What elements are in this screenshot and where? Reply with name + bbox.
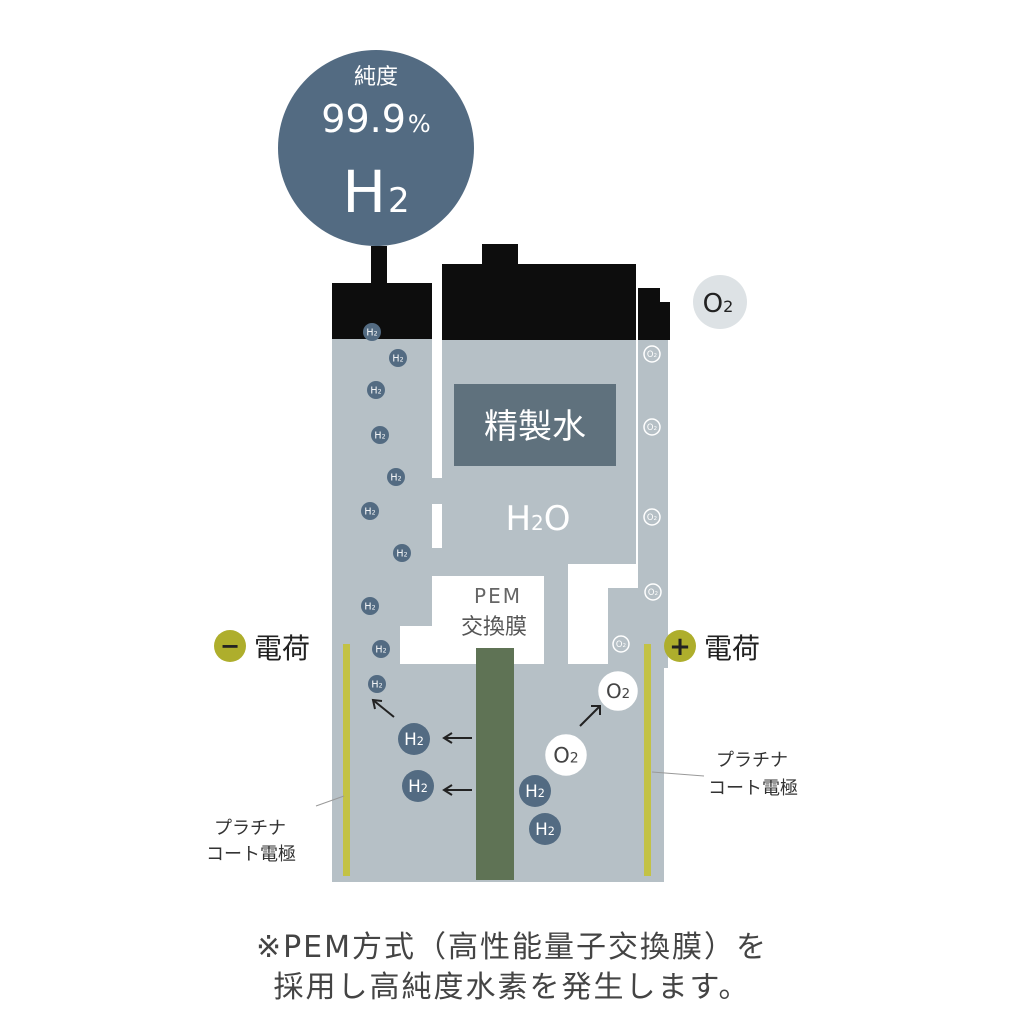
h2-bubble: H2 [402, 770, 434, 802]
purified-water-label-box [454, 384, 616, 466]
h2-bubble: H2 [361, 597, 379, 615]
svg-text:O2: O2 [648, 587, 658, 597]
svg-text:O2: O2 [647, 422, 657, 432]
o2-bubble: O2 [643, 508, 661, 526]
right-electrode [644, 644, 651, 876]
caption-line1: ※PEM方式（高性能量子交換膜）を [255, 930, 769, 965]
arrow-up-right [579, 705, 601, 727]
water-tank-cap [442, 264, 636, 340]
svg-text:H2: H2 [404, 729, 424, 749]
hydrogen-column [332, 246, 432, 664]
o2-bubble: O2 [612, 635, 630, 653]
svg-text:H2: H2 [366, 327, 377, 338]
svg-text:O2: O2 [647, 512, 657, 522]
purity-circle [278, 50, 474, 246]
svg-text:H2: H2 [374, 430, 385, 441]
svg-text:H2: H2 [525, 781, 545, 801]
left-electrode [343, 644, 350, 876]
o2-bubble: O2 [643, 418, 661, 436]
water-tank: 精製水 H2O [442, 244, 636, 564]
h2-bubble: H2 [368, 675, 386, 693]
h2-bubble: H2 [371, 426, 389, 444]
purified-water-label: 精製水 [484, 407, 586, 447]
membrane-label-line2: 交換膜 [461, 615, 527, 640]
o2-bubble: O2 [644, 583, 662, 601]
svg-text:H2: H2 [364, 601, 375, 612]
minus-icon [214, 630, 246, 662]
h2-bubble: H2 [529, 813, 561, 845]
arrow-up-left [372, 699, 395, 718]
svg-text:H2: H2 [390, 472, 401, 483]
svg-text:H2: H2 [370, 385, 381, 396]
svg-text:O2: O2 [606, 680, 630, 703]
minus-charge: − 電荷 [214, 630, 310, 665]
svg-text:+: + [669, 632, 691, 662]
oxygen-column [608, 288, 670, 668]
plus-charge: + 電荷 [664, 630, 760, 665]
h2-bubble: H2 [361, 502, 379, 520]
purity-gas: H2 [342, 158, 409, 226]
plus-icon [664, 630, 696, 662]
right-electrode-label-line1: プラチナ [716, 750, 788, 771]
svg-text:H2: H2 [535, 819, 555, 839]
caption-line2: 採用し高純度水素を発生します。 [273, 970, 751, 1005]
minus-charge-label: 電荷 [254, 632, 310, 665]
hydrogen-cap [332, 283, 432, 339]
left-electrode-label-line1: プラチナ [214, 818, 286, 839]
svg-text:H2: H2 [375, 644, 386, 655]
h2-bubble: H2 [519, 775, 551, 807]
left-electrode-label-line2: コート電極 [206, 844, 296, 865]
svg-text:H2: H2 [364, 506, 375, 517]
svg-text:O2: O2 [647, 349, 657, 359]
svg-text:O2: O2 [553, 744, 578, 768]
h2-bubble: H2 [387, 468, 405, 486]
oxygen-circle [693, 275, 747, 329]
o2-bubble: O2 [545, 734, 587, 776]
svg-text:O2: O2 [703, 289, 734, 319]
purity-badge: 純度 99.9% H2 [278, 50, 474, 246]
oxygen-outlet-badge: O2 [693, 275, 747, 329]
plus-charge-label: 電荷 [704, 632, 760, 665]
h2-bubble: H2 [398, 723, 430, 755]
hydrogen-outlet-pipe [371, 246, 387, 286]
right-electrode-label-line2: コート電極 [708, 778, 798, 799]
svg-text:O2: O2 [616, 639, 626, 649]
svg-text:H2: H2 [392, 353, 403, 364]
h2-bubble: H2 [367, 381, 385, 399]
svg-text:H2: H2 [371, 679, 382, 690]
h2-bubble: H2 [389, 349, 407, 367]
h2-bubble: H2 [393, 544, 411, 562]
purity-label: 純度 [354, 65, 398, 90]
pem-membrane [476, 648, 514, 880]
flow-arrows [371, 698, 601, 796]
svg-text:−: − [220, 632, 240, 660]
h2-bubble: H2 [363, 323, 381, 341]
purity-value: 99.9% [321, 97, 430, 141]
o2-bubble: O2 [598, 671, 638, 711]
svg-text:H2: H2 [408, 776, 428, 796]
h2-bubble: H2 [372, 640, 390, 658]
membrane-label-line1: PEM [474, 584, 522, 608]
svg-text:H2: H2 [396, 548, 407, 559]
o2-bubble: O2 [643, 345, 661, 363]
water-formula: H2O [505, 499, 570, 539]
